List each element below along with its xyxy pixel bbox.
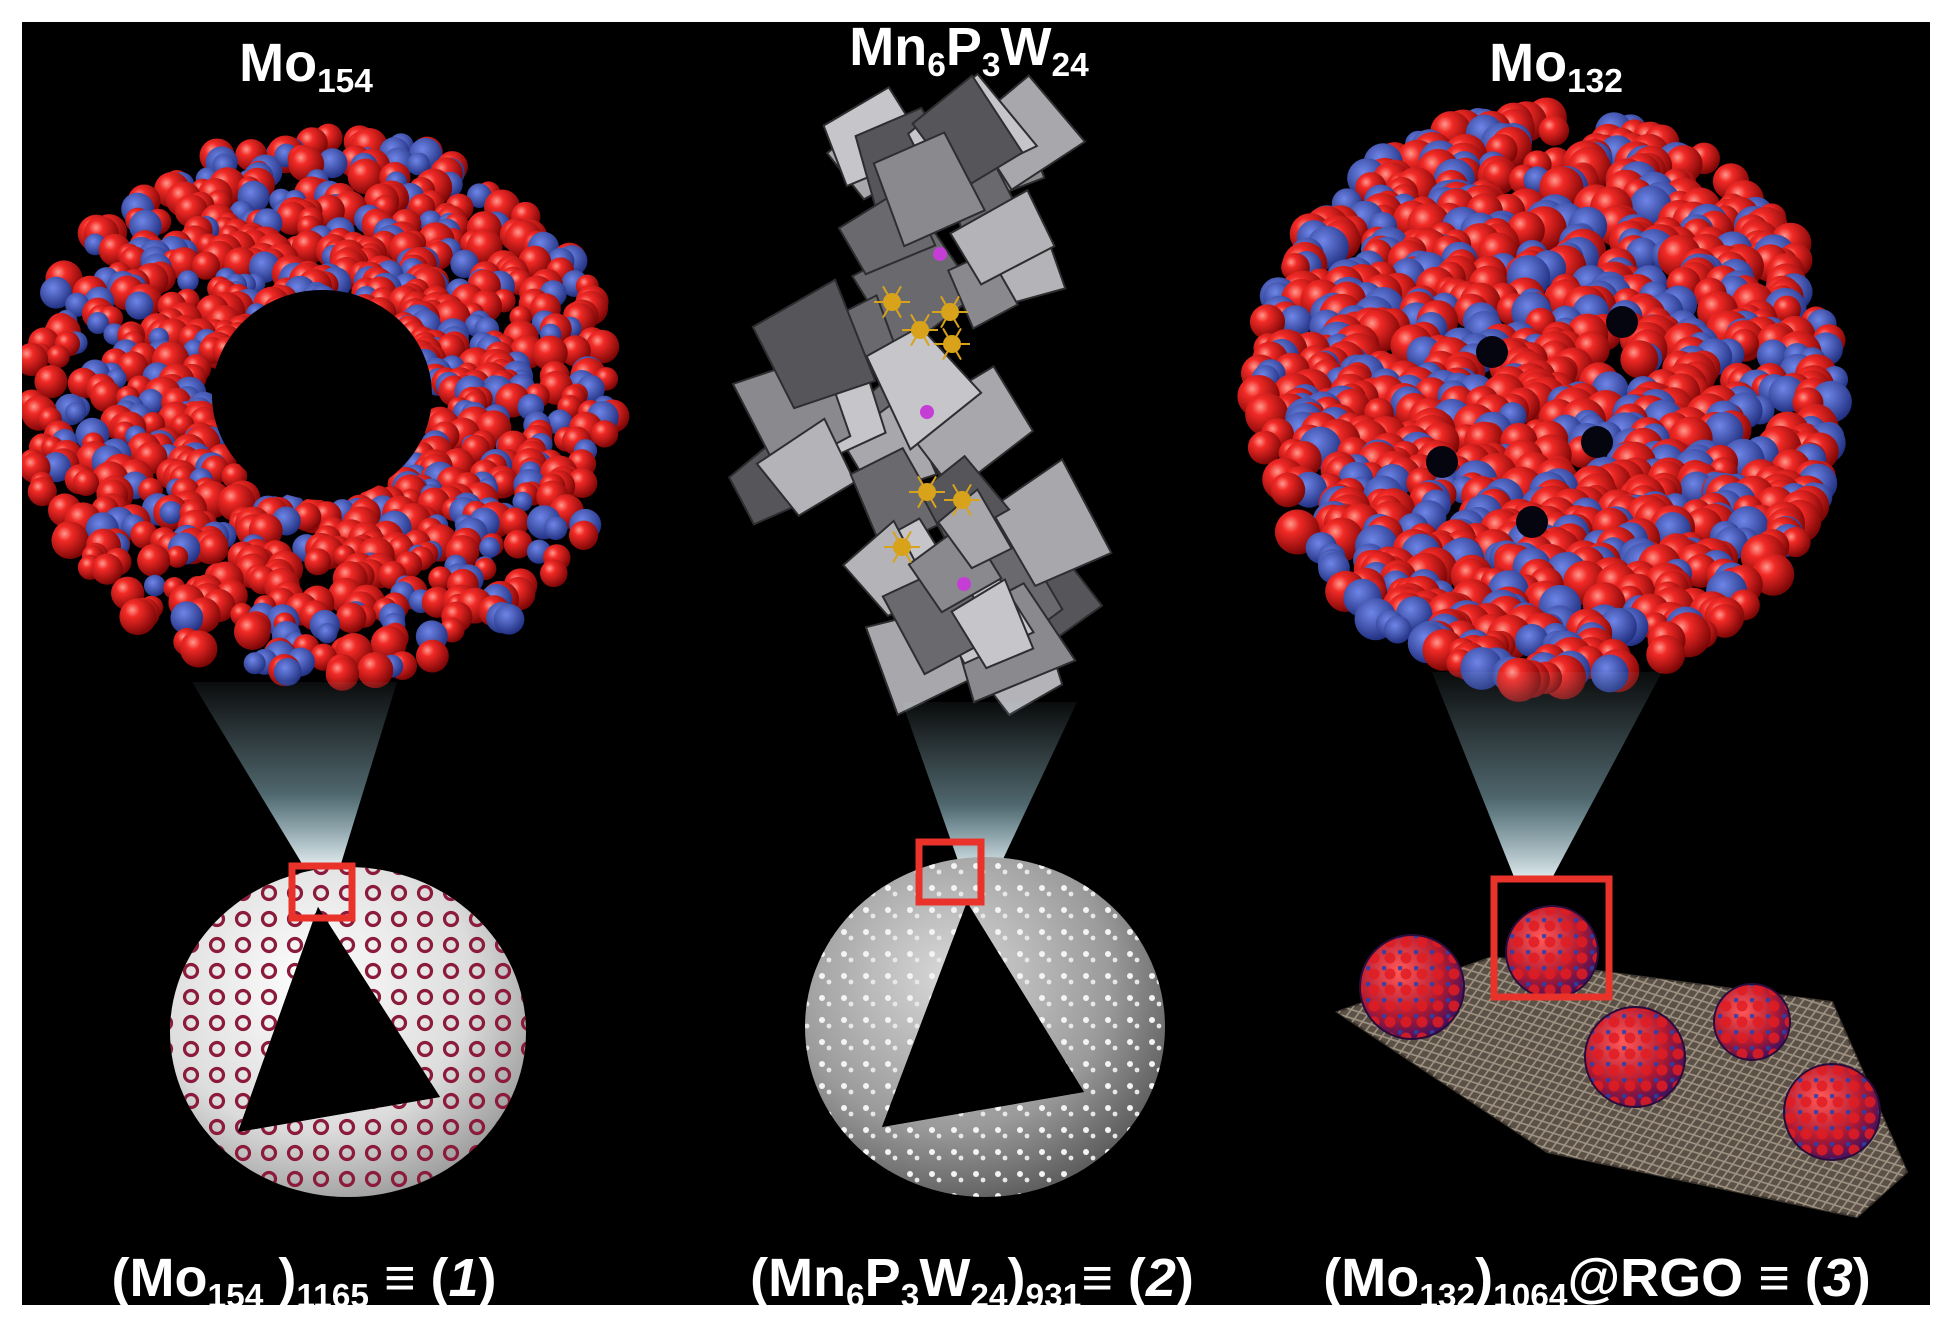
title-mo132: Mo132	[1489, 33, 1623, 101]
mo154-zoom-box	[288, 862, 356, 922]
mo132-zoom-box	[1490, 875, 1613, 1001]
caption-mn6p3w24-assembly: (Mn6P3W24)931≡ (2)	[750, 1248, 1194, 1305]
mo132-graphene-assembly	[1334, 905, 1909, 1219]
mo154-vesicle	[170, 867, 526, 1197]
mn6p3w24-zoom-beam	[902, 702, 1077, 872]
mo154-cluster-model	[22, 123, 630, 691]
caption-mo132-rgo-assembly: (Mo132)1064@RGO ≡ (3)	[1323, 1248, 1871, 1305]
caption-mo154-assembly: (Mo154 )1165 ≡ (1)	[111, 1248, 497, 1305]
mn6p3w24-polyhedra-model	[727, 72, 1113, 717]
illustration	[22, 72, 1909, 1219]
mo154-zoom-beam	[192, 682, 397, 867]
mn6p3w24-vesicle	[805, 857, 1165, 1197]
figure-panel: Mo154 Mn6P3W24 Mo132 (Mo154 )1165 ≡ (1) …	[22, 22, 1930, 1305]
mo132-cluster-model	[1237, 97, 1852, 702]
mn6p3w24-zoom-box	[915, 838, 985, 906]
mo132-zoom-beam	[1432, 672, 1662, 882]
title-mn6p3w24: Mn6P3W24	[849, 22, 1089, 85]
title-mo154: Mo154	[239, 33, 373, 101]
